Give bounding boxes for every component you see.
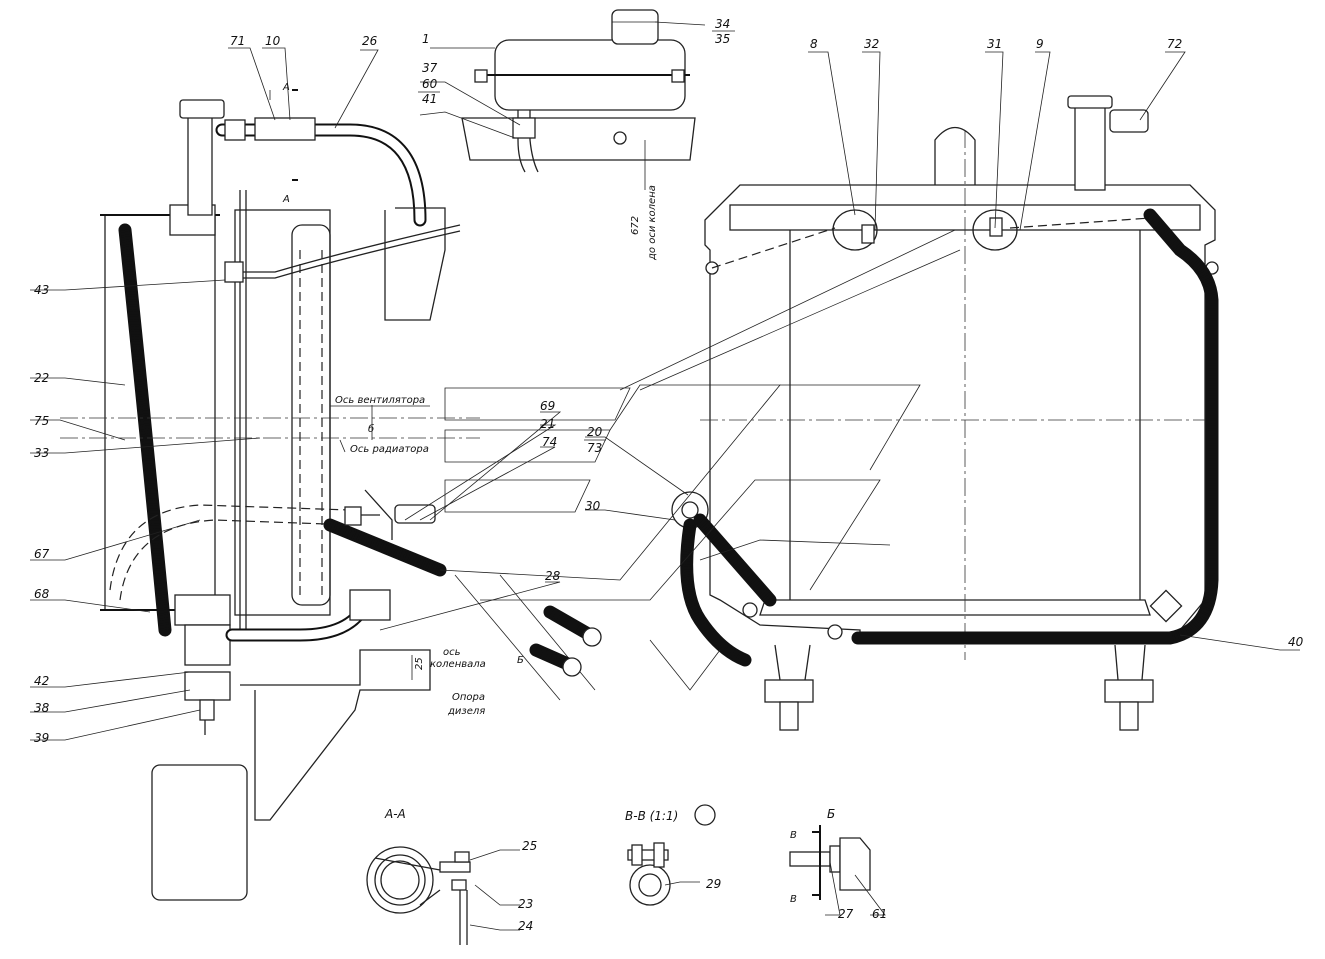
callout-20: 20 xyxy=(587,425,603,439)
callout-8: 8 xyxy=(810,37,818,51)
section-title-v-v: В-В (1:1) xyxy=(625,809,678,823)
knee-axis-dimension: 672 xyxy=(630,216,641,235)
engine-support-label-1: Опора xyxy=(452,692,485,703)
section-mark-v-bottom: В xyxy=(790,894,797,905)
callout-35: 35 xyxy=(715,32,730,46)
callout-69: 69 xyxy=(540,399,555,413)
section-titles: А-А В-В (1:1) Б xyxy=(384,807,835,823)
callout-9: 9 xyxy=(1036,37,1044,51)
section-a-a xyxy=(366,846,471,945)
callout-67: 67 xyxy=(34,547,50,561)
callout-29: 29 xyxy=(706,877,721,891)
engine-support-label-2: дизеля xyxy=(447,706,485,717)
callout-38: 38 xyxy=(34,701,50,715)
callout-75: 75 xyxy=(34,414,49,428)
callout-28: 28 xyxy=(545,569,561,583)
callout-24: 24 xyxy=(518,919,533,933)
callout-43: 43 xyxy=(34,283,49,297)
callout-72: 72 xyxy=(1167,37,1182,51)
knee-axis-note: до оси колена xyxy=(647,185,658,261)
annotation-notes: Ось вентилятора Ось радиатора б ось коле… xyxy=(282,82,797,905)
section-mark-v-top: В xyxy=(790,830,797,841)
offset-b-label: б xyxy=(368,423,374,435)
drain-fittings xyxy=(529,605,602,677)
callout-labels: 1 34 35 37 60 41 71 10 26 8 32 31 9 72 4… xyxy=(34,17,1304,933)
callout-73: 73 xyxy=(587,441,602,455)
radiator-axis-label: Ось радиатора xyxy=(350,444,429,455)
callout-33: 33 xyxy=(34,446,49,460)
section-v-v xyxy=(627,804,716,906)
callout-30: 30 xyxy=(585,499,601,513)
section-mark-a-top: А xyxy=(282,82,290,93)
callout-61: 61 xyxy=(872,907,887,921)
crankshaft-axis-label-2: коленвала xyxy=(430,659,486,670)
callout-40: 40 xyxy=(1288,635,1304,649)
detail-mark-b: Б xyxy=(517,655,524,666)
callout-71: 71 xyxy=(230,34,245,48)
callout-32: 32 xyxy=(864,37,879,51)
callout-41: 41 xyxy=(422,92,437,106)
callout-23: 23 xyxy=(518,897,533,911)
callout-1: 1 xyxy=(422,32,430,46)
callout-42: 42 xyxy=(34,674,49,688)
logo-outline-watermark xyxy=(439,229,961,701)
radiator-side-view xyxy=(100,99,461,901)
fan-axis-label: Ось вентилятора xyxy=(335,395,425,406)
callout-22: 22 xyxy=(34,371,49,385)
crankshaft-axis-label-1: ось xyxy=(443,647,461,658)
callout-26: 26 xyxy=(362,34,378,48)
callout-68: 68 xyxy=(34,587,50,601)
expansion-tank xyxy=(461,9,696,190)
section-mark-a-bottom: А xyxy=(282,194,290,205)
callout-10: 10 xyxy=(265,34,281,48)
section-title-a-a: А-А xyxy=(384,807,406,821)
callout-21: 21 xyxy=(540,417,555,431)
detail-b xyxy=(789,825,871,900)
section-title-b: Б xyxy=(827,807,835,821)
leader-lines xyxy=(30,21,1300,931)
dimension-25: 25 xyxy=(414,657,425,670)
callout-27: 27 xyxy=(838,907,854,921)
callout-31: 31 xyxy=(987,37,1002,51)
callout-37: 37 xyxy=(422,61,438,75)
callout-34: 34 xyxy=(715,17,730,31)
callout-60: 60 xyxy=(422,77,438,91)
callout-39: 39 xyxy=(34,731,49,745)
callout-74: 74 xyxy=(542,435,557,449)
radiator-front-view xyxy=(671,95,1219,731)
callout-25: 25 xyxy=(522,839,537,853)
